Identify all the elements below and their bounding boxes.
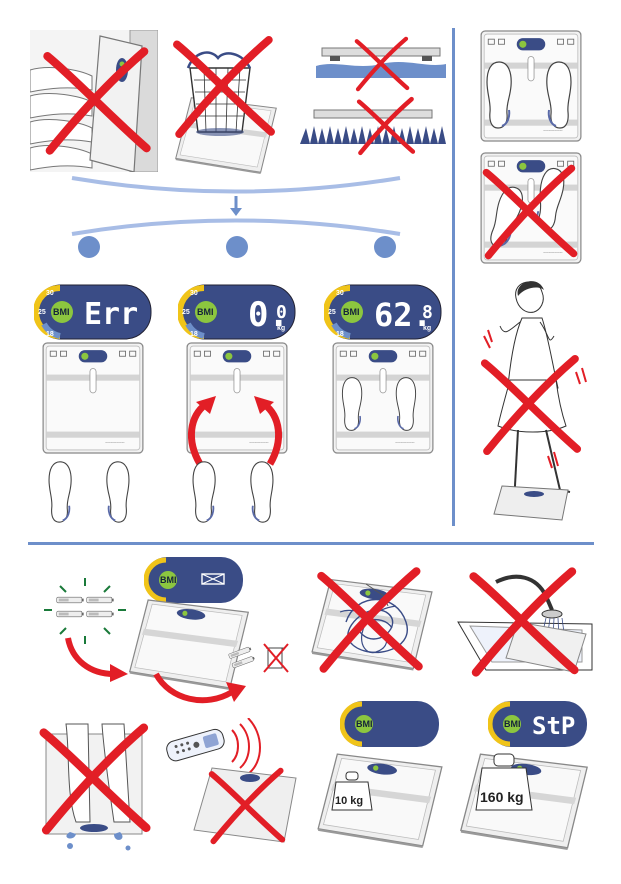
foot-left-icon — [340, 376, 364, 432]
gauge-top-label: 30 — [190, 290, 198, 297]
lcd-zero-decimal: 0 — [276, 302, 287, 323]
unit-label: kg — [423, 325, 431, 332]
panel-phone-interference — [162, 718, 300, 848]
red-cross-icon — [338, 94, 434, 158]
lcd-display-battery: BMI — [144, 556, 244, 604]
horizontal-divider — [28, 542, 594, 545]
foot-right-icon — [104, 460, 132, 524]
panel-scale-against-wall — [30, 30, 158, 172]
foot-left-icon — [190, 460, 218, 524]
vertical-divider — [452, 28, 455, 526]
red-cross-icon — [38, 32, 156, 170]
step-dot-icon — [78, 236, 100, 258]
gauge-bottom-label: 18 — [190, 331, 198, 338]
panel-uneven-surface — [296, 30, 446, 160]
step-dot-icon — [226, 236, 248, 258]
panel-scale-on-rug — [306, 562, 436, 680]
panel-wet-feet — [30, 714, 158, 854]
gauge-top-label: 30 — [46, 290, 54, 297]
red-cross-icon — [202, 764, 292, 848]
curved-arrow-icon — [62, 634, 132, 682]
foot-left-icon — [46, 460, 74, 524]
bmi-label: BMI — [160, 575, 177, 585]
bmi-label: BMI — [504, 719, 521, 729]
step-dot-icon — [374, 236, 396, 258]
curved-arrows — [180, 390, 290, 470]
lcd-err-text: Err — [84, 297, 138, 332]
bmi-label: BMI — [356, 719, 373, 729]
gauge-bottom-label: 18 — [46, 331, 54, 338]
lcd-stop-text: StP — [532, 712, 575, 740]
foot-right-icon — [248, 460, 276, 524]
lcd-display-stop: BMI StP — [488, 700, 588, 748]
red-cross-icon — [168, 26, 280, 148]
flow-arcs — [60, 170, 410, 240]
bmi-label: BMI — [343, 307, 360, 317]
battery-disposal-icon — [228, 638, 292, 678]
red-cross-icon — [332, 34, 432, 94]
lcd-display-weight: BMI 30 25 18 62. 8 kg — [324, 284, 442, 340]
bmi-label: BMI — [197, 307, 214, 317]
gauge-top-label: 30 — [336, 290, 344, 297]
weight-10kg-label: 10 kg — [335, 795, 363, 807]
weight-160kg: 160 kg — [474, 752, 534, 814]
red-cross-icon — [34, 714, 156, 844]
unit-label: kg — [277, 325, 285, 332]
lcd-display-err: BMI 30 25 18 Err — [34, 284, 152, 340]
lcd-display-blank: BMI — [340, 700, 440, 748]
panel-scale-in-shower — [456, 562, 594, 684]
lcd-display-zero: BMI 30 25 18 0. 0 kg — [178, 284, 296, 340]
bmi-label: BMI — [53, 307, 70, 317]
red-cross-icon — [476, 160, 584, 264]
red-cross-icon — [456, 562, 592, 682]
gauge-bottom-label: 18 — [336, 331, 344, 338]
weight-10kg: 10 kg — [330, 770, 374, 814]
lcd-weight-decimal: 8 — [422, 302, 433, 323]
foot-right-icon — [394, 376, 418, 432]
panel-basket-on-scale — [168, 26, 286, 160]
gauge-mid-label: 25 — [38, 309, 46, 316]
weight-160kg-label: 160 kg — [480, 789, 524, 805]
red-cross-icon — [306, 562, 434, 678]
foot-left-icon — [484, 60, 514, 130]
gauge-mid-label: 25 — [328, 309, 336, 316]
down-arrow-icon — [230, 196, 242, 216]
red-cross-icon — [476, 350, 586, 460]
gauge-mid-label: 25 — [182, 309, 190, 316]
foot-right-icon — [544, 60, 574, 130]
